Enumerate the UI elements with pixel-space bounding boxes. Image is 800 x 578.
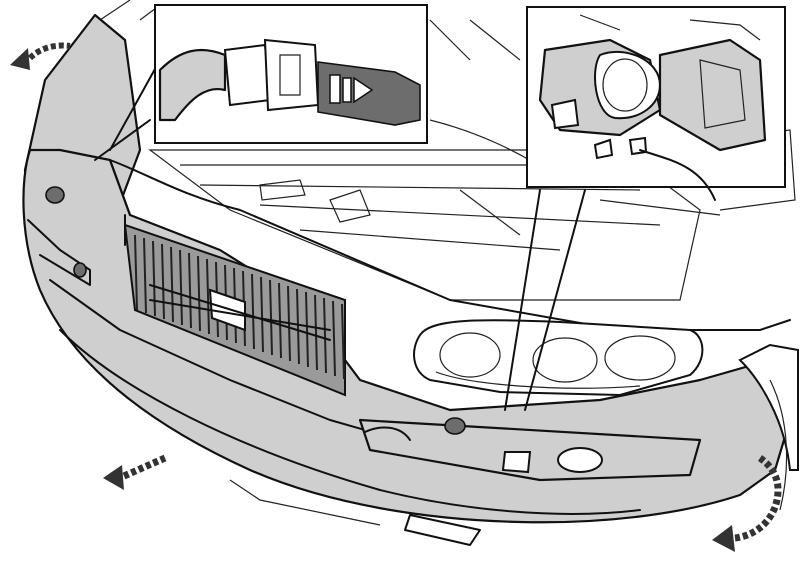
pointer-line-right (504, 189, 586, 411)
grille-slat (179, 249, 183, 326)
grille-slat (260, 276, 264, 353)
grille-slat (197, 255, 201, 332)
grille-slat (161, 243, 165, 320)
grille-slat (305, 291, 309, 368)
grille-slat (341, 303, 345, 380)
radiator-grille (123, 223, 346, 397)
headlamp (413, 319, 704, 397)
pull-arrow-top-left-icon (10, 42, 71, 70)
lower-intake (59, 329, 702, 546)
pull-arrow-bottom-left-icon (103, 454, 167, 490)
pointer-line-left (94, 59, 161, 161)
engine-bay (99, 0, 796, 301)
grille-slat (296, 288, 300, 365)
grille-emblem (208, 288, 246, 332)
grille-slat (278, 282, 282, 359)
grille-slat (188, 252, 192, 329)
grille-slat (206, 258, 210, 335)
right-wheel-arch (738, 343, 799, 471)
grille-slat (134, 234, 138, 311)
grille-slat (170, 246, 174, 323)
grille-slat (269, 279, 273, 356)
pull-arrow-bottom-right-icon (712, 455, 782, 552)
release-arrow-icon (329, 74, 374, 104)
hood-edge (109, 159, 791, 331)
grille-slat (314, 294, 318, 371)
left-bumper-details (27, 186, 401, 441)
headlamp-detail-inset (526, 6, 786, 201)
grille-slat (143, 237, 147, 314)
grille-slat (323, 297, 327, 374)
grille-slat (251, 273, 255, 350)
connector-detail-inset (154, 4, 428, 144)
grille-slat (152, 240, 156, 317)
grille-slat (332, 300, 336, 377)
